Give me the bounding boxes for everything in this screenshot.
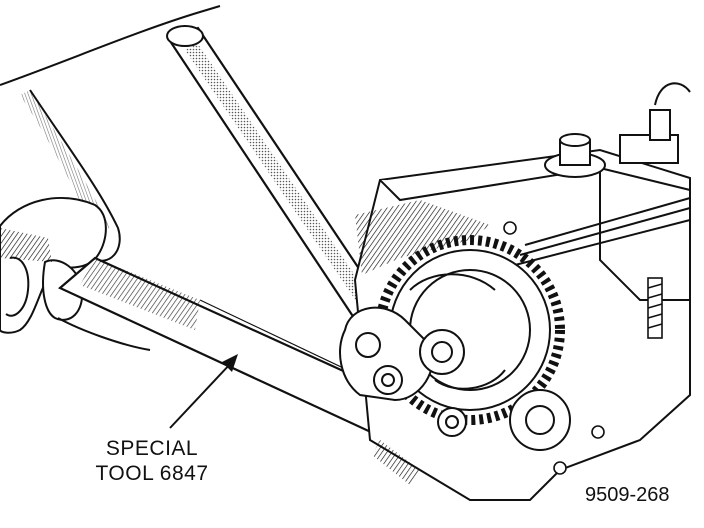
- special-tool-callout: SPECIAL TOOL 6847: [92, 436, 212, 486]
- lower-pulley: [509, 389, 571, 451]
- housing-shade-lower: [372, 440, 420, 485]
- figure-number: 9509-268: [585, 484, 670, 506]
- hub-nut: [419, 329, 465, 375]
- stud: [647, 277, 663, 339]
- oil-cap: [544, 133, 606, 178]
- housing-bolts: [503, 221, 605, 475]
- callout-arrow: [169, 354, 238, 429]
- wrench-handle: [166, 25, 402, 347]
- callout-line-1: SPECIAL: [105, 437, 199, 460]
- callout-line-2: TOOL 6847: [95, 462, 209, 485]
- hand-shade: [0, 228, 52, 262]
- housing-shade: [355, 200, 490, 275]
- sleeve-shade: [20, 90, 110, 232]
- tool-head: [339, 306, 434, 402]
- bolt: [437, 407, 467, 437]
- sleeve: [0, 5, 221, 262]
